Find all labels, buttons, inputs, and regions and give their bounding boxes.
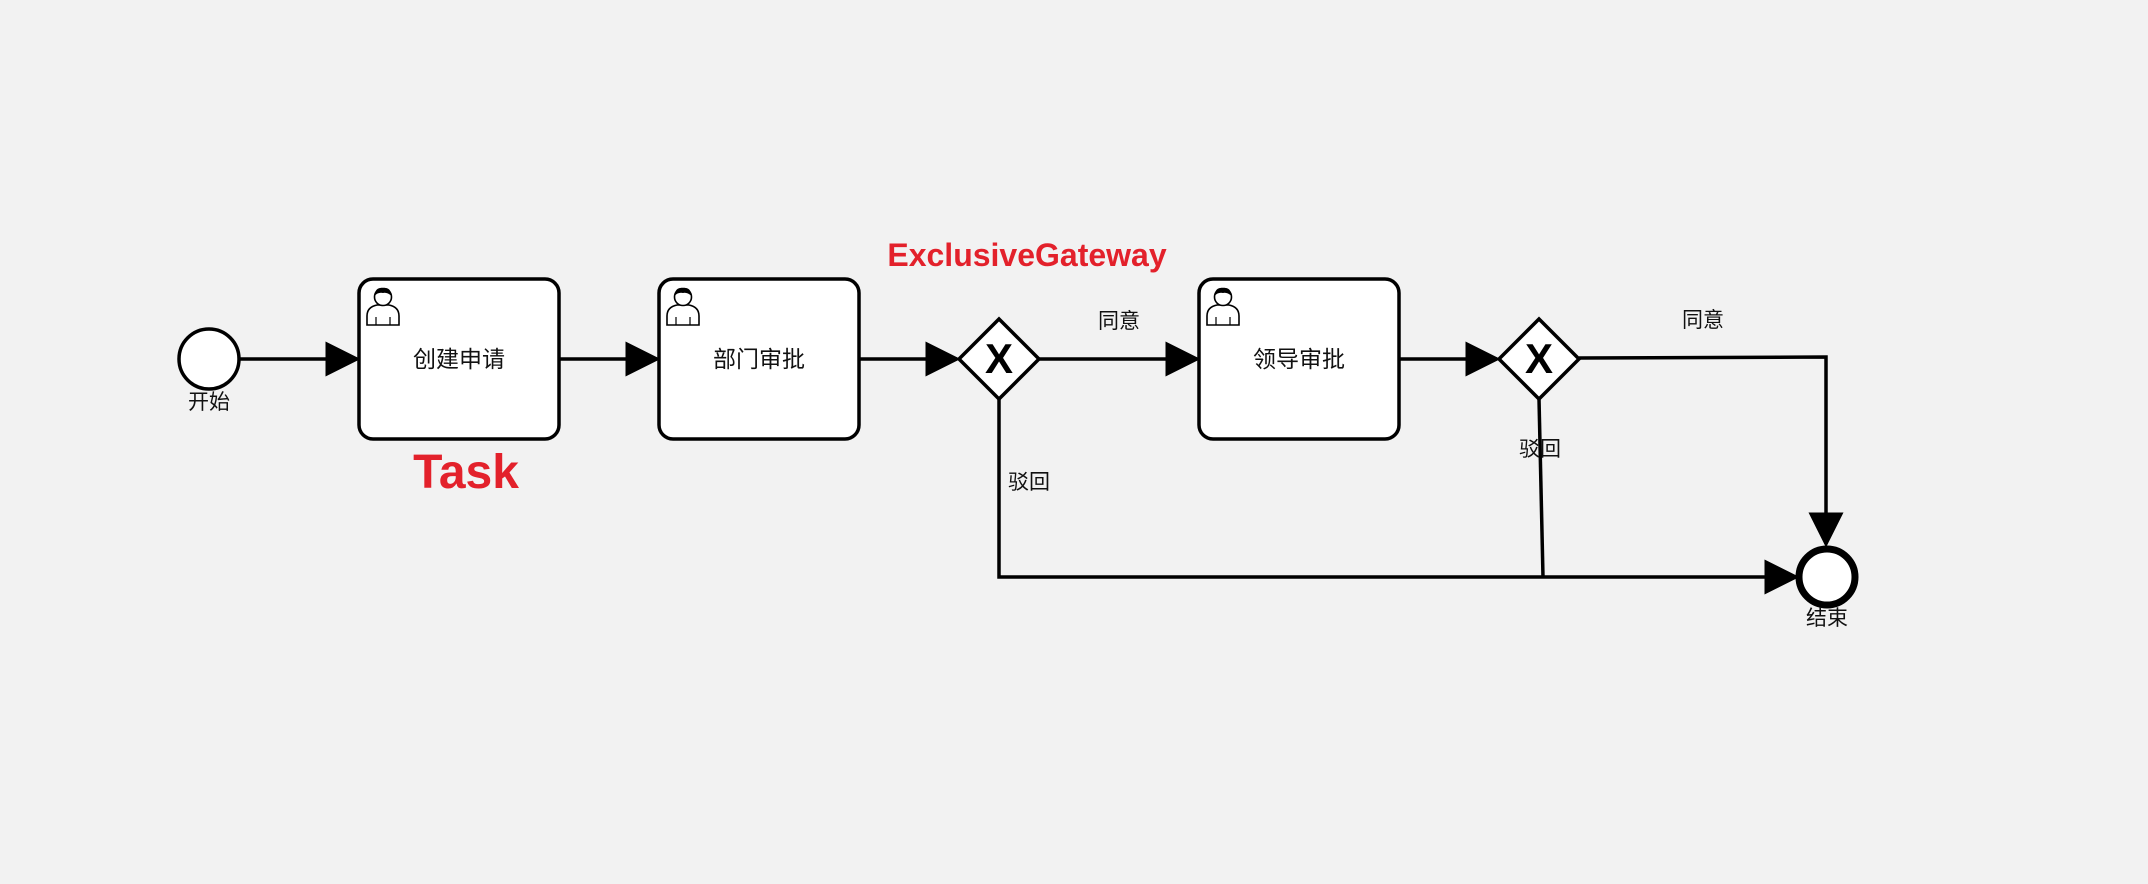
end-event-label: 结束 [1806, 606, 1848, 630]
gateway1-agree-label: 同意 [1098, 309, 1140, 333]
end-event[interactable] [1795, 545, 1859, 609]
annotation-exclusive-gateway: ExclusiveGateway [887, 237, 1166, 273]
exclusive-gateway-2[interactable]: X [1496, 316, 1582, 402]
gateway-x-icon: X [985, 335, 1013, 382]
gateway-x-icon: X [1525, 335, 1553, 382]
flow-gateway1-reject[interactable] [997, 399, 1800, 595]
flow-gateway2-reject[interactable] [1537, 398, 1545, 578]
annotation-task: Task [413, 446, 519, 499]
start-event-label: 开始 [188, 390, 230, 414]
task-create-request-label: 创建申请 [413, 347, 505, 373]
task-department-approval[interactable]: 部门审批 [657, 277, 861, 441]
task-create-request[interactable]: 创建申请 [357, 277, 561, 441]
gateway1-reject-label: 驳回 [1008, 470, 1050, 494]
task-department-approval-label: 部门审批 [713, 347, 805, 373]
start-event[interactable] [177, 327, 241, 391]
exclusive-gateway-1[interactable]: X [956, 316, 1042, 402]
task-leader-approval[interactable]: 领导审批 [1197, 277, 1401, 441]
gateway2-agree-label: 同意 [1682, 308, 1724, 332]
flow-gateway2-agree[interactable] [1578, 355, 1844, 548]
gateway2-reject-label: 驳回 [1519, 437, 1561, 461]
task-leader-approval-label: 领导审批 [1253, 347, 1345, 373]
